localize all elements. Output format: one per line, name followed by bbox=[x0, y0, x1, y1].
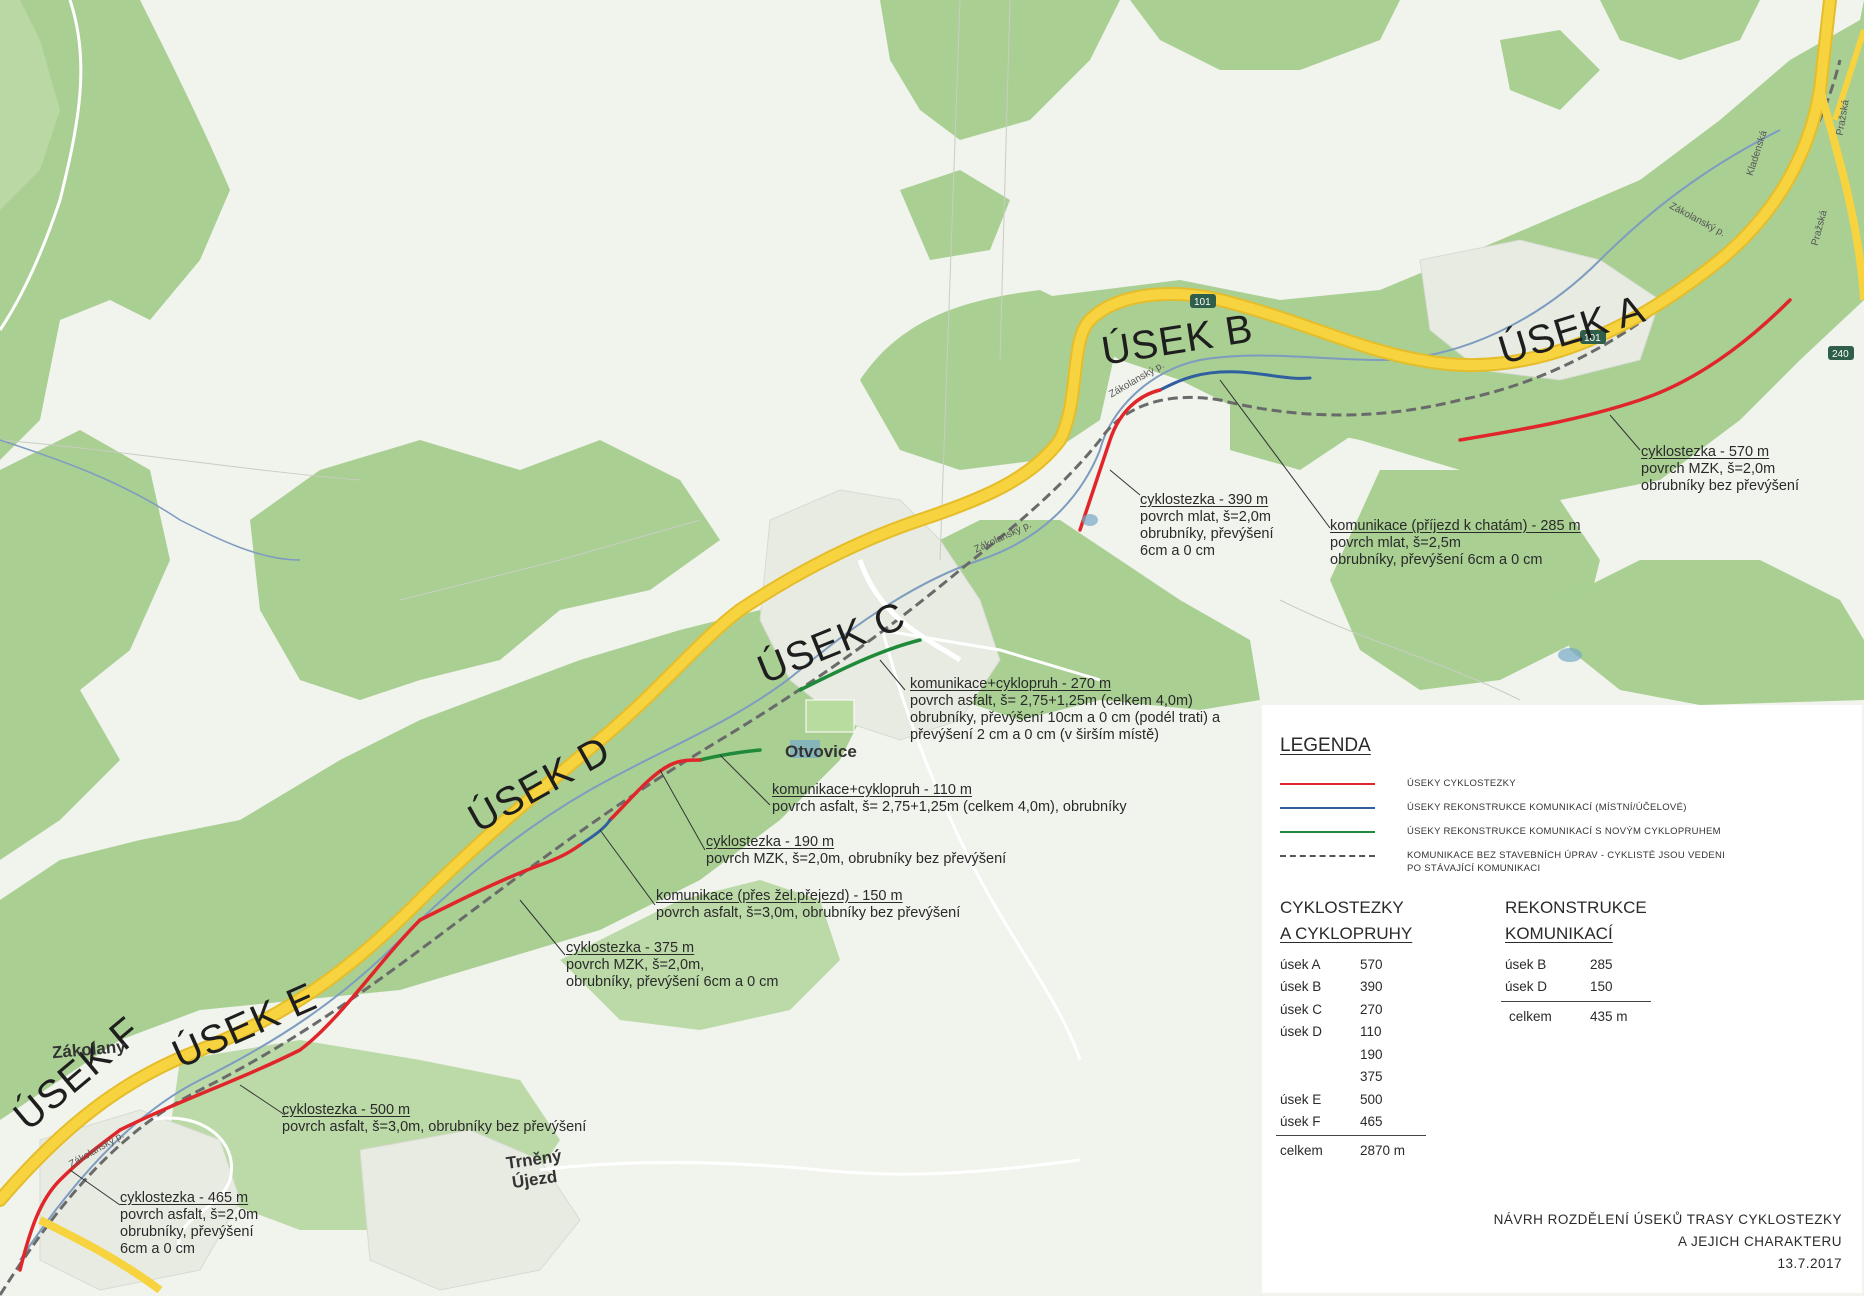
segment-a-cyklostezka bbox=[1458, 298, 1792, 442]
side-stream bbox=[0, 439, 301, 561]
annotation-line: 6cm a 0 cm bbox=[120, 1241, 195, 1257]
leader-lines bbox=[69, 379, 1641, 1206]
annotation-d2: cyklostezka - 190 m povrch MZK, š=2,0m, … bbox=[706, 834, 1006, 868]
document-title-line2: A JEJICH CHARAKTERU bbox=[1677, 1234, 1842, 1249]
segment-b-komunikace bbox=[1158, 370, 1312, 392]
segment-d-cyklostezka-190 bbox=[608, 758, 702, 822]
annotation-line: povrch asfalt, š=3,0m, obrubníky bez pře… bbox=[656, 905, 961, 921]
legend-swatch-red bbox=[1280, 783, 1375, 785]
place-otvovice: Otvovice bbox=[785, 742, 857, 761]
annotation-line: povrch asfalt, š= 2,75+1,25m (celkem 4,0… bbox=[910, 693, 1193, 709]
annotation-title: komunikace+cyklopruh - 270 m bbox=[910, 676, 1112, 692]
document-title-block: NÁVRH ROZDĚLENÍ ÚSEKŮ TRASY CYKLOSTEZKY … bbox=[1494, 1209, 1842, 1275]
segment-c-cyklopruh bbox=[798, 638, 922, 692]
road-prazska bbox=[1832, 29, 1864, 121]
segment-f-cyklostezka bbox=[18, 1128, 122, 1272]
annotation-d1: komunikace+cyklopruh - 110 m povrch asfa… bbox=[772, 782, 1127, 816]
annotation-c: komunikace+cyklopruh - 270 m povrch asfa… bbox=[910, 676, 1220, 744]
annotation-line: povrch MZK, š=2,0m bbox=[1641, 461, 1776, 477]
road-240 bbox=[1816, 88, 1864, 301]
annotation-line: obrubníky, převýšení bbox=[1140, 526, 1274, 542]
legend-title: LEGENDA bbox=[1280, 735, 1371, 756]
zakolany-road bbox=[38, 1216, 163, 1294]
annotation-d3: komunikace (přes žel.přejezd) - 150 m po… bbox=[656, 888, 960, 922]
main-road-101 bbox=[0, 0, 1835, 1205]
annotation-b2: komunikace (příjezd k chatám) - 285 m po… bbox=[1330, 518, 1581, 569]
annotation-title: cyklostezka - 465 m bbox=[120, 1190, 249, 1206]
document-title-line1: NÁVRH ROZDĚLENÍ ÚSEKŮ TRASY CYKLOSTEZKY bbox=[1493, 1212, 1842, 1227]
legend-label: ÚSEKY REKONSTRUKCE KOMUNIKACÍ S NOVÝM CY… bbox=[1407, 826, 1721, 837]
road-number-101: 101 bbox=[1194, 297, 1211, 308]
segment-b-cyklostezka bbox=[1078, 388, 1162, 532]
annotation-line: povrch asfalt, š= 2,75+1,25m (celkem 4,0… bbox=[772, 799, 1127, 815]
annotation-line: obrubníky, převýšení 6cm a 0 cm bbox=[566, 974, 779, 990]
annotation-title: cyklostezka - 500 m bbox=[282, 1102, 411, 1118]
annotation-title: komunikace+cyklopruh - 110 m bbox=[772, 782, 973, 798]
field-lines bbox=[0, 0, 1521, 701]
legend-swatch-green bbox=[1280, 831, 1375, 833]
annotation-line: povrch MZK, š=2,0m, bbox=[566, 957, 705, 973]
segment-d-cyklostezka-375 bbox=[418, 843, 582, 922]
annotation-d4: cyklostezka - 375 m povrch MZK, š=2,0m, … bbox=[566, 940, 779, 991]
route-segments bbox=[18, 298, 1792, 1272]
document-date: 13.7.2017 bbox=[1777, 1256, 1842, 1271]
road-number-240: 240 bbox=[1832, 349, 1849, 360]
annotation-e: cyklostezka - 500 m povrch asfalt, š=3,0… bbox=[282, 1102, 586, 1136]
annotation-title: komunikace (přes žel.přejezd) - 150 m bbox=[656, 888, 903, 904]
annotation-title: komunikace (příjezd k chatám) - 285 m bbox=[1330, 518, 1581, 534]
annotation-title: cyklostezka - 390 m bbox=[1140, 492, 1269, 508]
annotation-title: cyklostezka - 375 m bbox=[566, 940, 695, 956]
annotation-f: cyklostezka - 465 m povrch asfalt, š=2,0… bbox=[120, 1190, 258, 1258]
annotation-line: povrch asfalt, š=3,0m, obrubníky bez pře… bbox=[282, 1119, 587, 1135]
annotation-line: obrubníky, převýšení 6cm a 0 cm bbox=[1330, 552, 1543, 568]
minor-roads bbox=[0, 0, 1101, 1251]
annotation-line: obrubníky, převýšení 10cm a 0 cm (podél … bbox=[910, 710, 1221, 726]
table-cyklo-title: CYKLOSTEZKY A CYKLOPRUHY bbox=[1280, 898, 1413, 943]
legend-swatch-dashed bbox=[1280, 855, 1375, 857]
annotation-line: obrubníky bez převýšení bbox=[1641, 478, 1799, 494]
annotation-line: povrch mlat, š=2,0m bbox=[1140, 509, 1271, 525]
segment-d-komunikace-150 bbox=[578, 818, 612, 847]
annotation-title: cyklostezka - 570 m bbox=[1641, 444, 1770, 460]
sports-field bbox=[805, 699, 855, 733]
annotation-line: povrch mlat, š=2,5m bbox=[1330, 535, 1461, 551]
otvovice-road bbox=[857, 559, 962, 663]
legend-panel: LEGENDA ÚSEKY CYKLOSTEZKY ÚSEKY REKONSTR… bbox=[1262, 705, 1862, 1293]
table-divider bbox=[1501, 1001, 1651, 1002]
road-number-101: 101 bbox=[1584, 333, 1601, 344]
annotation-title: cyklostezka - 190 m bbox=[706, 834, 835, 850]
annotation-line: obrubníky, převýšení bbox=[120, 1224, 254, 1240]
annotation-b1: cyklostezka - 390 m povrch mlat, š=2,0m … bbox=[1140, 492, 1274, 560]
annotation-a: cyklostezka - 570 m povrch MZK, š=2,0m o… bbox=[1641, 444, 1799, 495]
annotation-line: 6cm a 0 cm bbox=[1140, 543, 1215, 559]
annotation-line: převýšení 2 cm a 0 cm (v širším místě) bbox=[910, 727, 1159, 743]
legend-label: ÚSEKY CYKLOSTEZKY bbox=[1407, 778, 1516, 789]
annotation-line: povrch MZK, š=2,0m, obrubníky bez převýš… bbox=[706, 851, 1007, 867]
legend-label: ÚSEKY REKONSTRUKCE KOMUNIKACÍ (MÍSTNÍ/ÚČ… bbox=[1407, 802, 1687, 813]
table-divider bbox=[1276, 1135, 1426, 1136]
segment-d-cyklopruh bbox=[698, 748, 762, 762]
road-shields bbox=[1190, 294, 1854, 360]
legend-label: KOMUNIKACE BEZ STAVEBNÍCH ÚPRAV - CYKLIS… bbox=[1407, 850, 1726, 874]
table-rekon-title: REKONSTRUKCE KOMUNIKACÍ bbox=[1505, 898, 1647, 943]
stream bbox=[19, 129, 1781, 1261]
railway bbox=[0, 59, 1842, 1296]
annotation-line: povrch asfalt, š=2,0m bbox=[120, 1207, 259, 1223]
legend-swatch-blue bbox=[1280, 807, 1375, 809]
segment-e-cyklostezka bbox=[118, 918, 422, 1132]
ponds bbox=[790, 514, 1582, 758]
